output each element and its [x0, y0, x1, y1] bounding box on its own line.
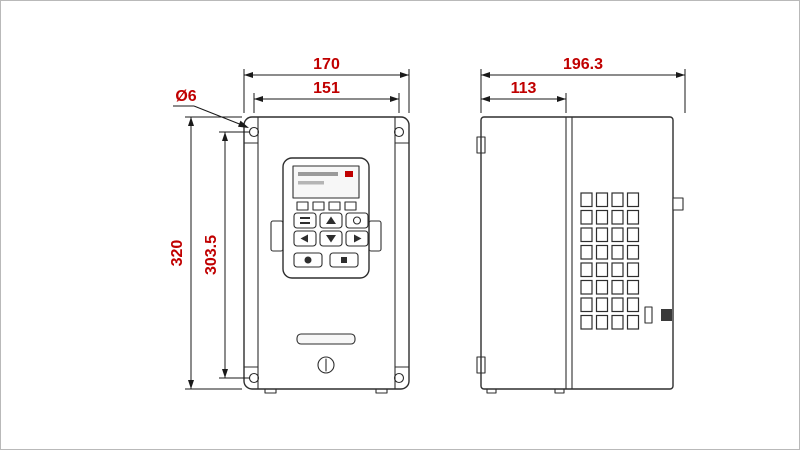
front-foot-left [264, 388, 277, 394]
keypad-button-up [319, 212, 343, 229]
heatsink-fins [580, 192, 640, 330]
menu-icon-bar2 [300, 222, 310, 224]
heatsink-fin [611, 262, 624, 278]
keypad-button-stop [329, 252, 359, 268]
keypad-button-menu [293, 212, 317, 229]
run-button-icon [304, 256, 312, 264]
front-screw [317, 356, 335, 374]
menu-icon [300, 217, 310, 219]
keypad-button-left [293, 230, 317, 247]
heatsink-fin [626, 227, 640, 243]
heatsink-fin [595, 297, 609, 313]
heatsink-fin [611, 227, 624, 243]
dim-label-303-5: 303.5 [203, 235, 220, 275]
heatsink-fin [626, 279, 640, 295]
heatsink-fin [595, 192, 609, 208]
heatsink-fin [611, 279, 624, 295]
heatsink-fin [595, 227, 609, 243]
keypad-button-mode [345, 212, 369, 229]
keypad-panel [270, 157, 382, 279]
mode-icon [352, 216, 362, 225]
heatsink-fin [595, 209, 609, 225]
keypad-button-down [319, 230, 343, 247]
left-arrow-icon [300, 234, 308, 243]
heatsink-fin [580, 262, 593, 278]
front-bottom-slot [296, 333, 356, 345]
dimensions-front: 170 151 Ø6 320 303.5 [169, 56, 410, 390]
side-mount-tab-bottom [476, 356, 486, 374]
heatsink-fin [580, 244, 593, 260]
heatsink-fin [626, 314, 640, 330]
mount-hole-bottom-right [393, 372, 405, 384]
keypad-button-right [345, 230, 369, 247]
mount-hole-top-right [393, 126, 405, 138]
right-arrow-icon [354, 234, 362, 243]
heatsink-fin [611, 209, 624, 225]
dim-label-320: 320 [169, 240, 186, 267]
keypad-led-2 [312, 201, 325, 211]
heatsink-fin [580, 209, 593, 225]
heatsink-fin [595, 262, 609, 278]
keypad-button-run [293, 252, 323, 268]
side-foot-right [554, 388, 565, 394]
front-foot-right [375, 388, 388, 394]
dim-label-196-3: 196.3 [563, 56, 603, 73]
heatsink-fin [580, 192, 593, 208]
heatsink-fin [611, 244, 624, 260]
din-clip [661, 309, 672, 321]
display-text-line-1 [298, 172, 338, 176]
dimensions-side: 196.3 113 [480, 56, 686, 113]
side-body-outline [480, 116, 674, 390]
down-arrow-icon [326, 235, 336, 243]
heatsink-fin [626, 209, 640, 225]
display-text-line-2 [298, 181, 324, 185]
heatsink-fin [626, 297, 640, 313]
heatsink-fin [611, 297, 624, 313]
heatsink-fin [611, 314, 624, 330]
side-foot-left [486, 388, 497, 394]
dim-label-170: 170 [313, 56, 340, 73]
heatsink-fin [595, 279, 609, 295]
heatsink-fin [580, 314, 593, 330]
side-slot-detail [644, 306, 653, 324]
heatsink-fin [595, 244, 609, 260]
display-red-indicator [345, 171, 353, 177]
up-arrow-icon [326, 216, 336, 224]
heatsink-fin [580, 279, 593, 295]
keypad-led-3 [328, 201, 341, 211]
front-view [243, 116, 410, 394]
keypad-led-4 [344, 201, 357, 211]
heatsink-fin [626, 192, 640, 208]
heatsink-fin [611, 192, 624, 208]
dim-label-113: 113 [511, 80, 537, 97]
heatsink-fin [595, 314, 609, 330]
heatsink-fin [580, 297, 593, 313]
heatsink-fin [580, 227, 593, 243]
side-view [476, 116, 684, 394]
heatsink-fin [626, 262, 640, 278]
side-mount-tab-top [476, 136, 486, 154]
stop-button-icon [341, 257, 347, 263]
keypad-led-1 [296, 201, 309, 211]
side-protrusion [672, 197, 684, 211]
heatsink-fin [626, 244, 640, 260]
dim-label-hole: Ø6 [175, 88, 196, 105]
dim-label-151: 151 [313, 80, 340, 97]
